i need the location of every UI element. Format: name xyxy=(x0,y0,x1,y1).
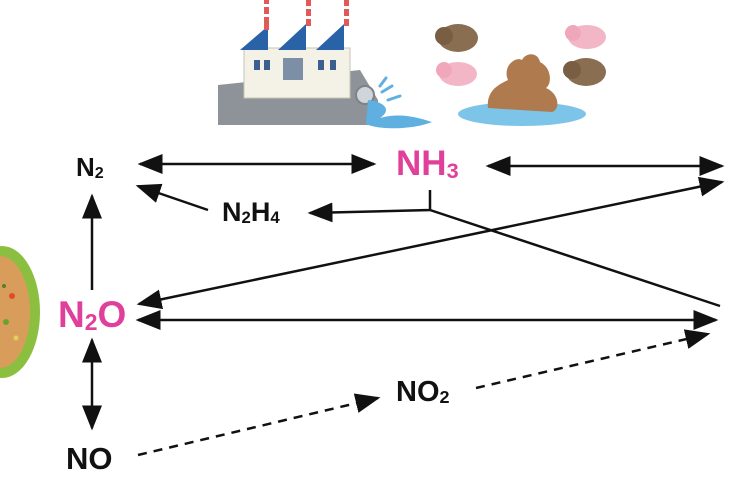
pig-icon xyxy=(435,24,606,86)
label-n2o: N2O xyxy=(58,294,127,335)
manure-icon xyxy=(458,54,586,126)
soil-icon xyxy=(0,246,40,378)
arrow-nh3-to-n2h4 xyxy=(307,190,432,223)
arrow-n2h4-to-n2 xyxy=(135,183,209,212)
label-no2: NO2 xyxy=(396,376,450,408)
label-nh3: NH3 xyxy=(396,144,459,183)
label-no: NO xyxy=(66,441,113,476)
arrow-right-upper-to-n2o xyxy=(136,176,725,310)
arrow-no2-to-right-dashed xyxy=(475,329,711,390)
label-n2h4: N2H4 xyxy=(222,197,280,227)
water-discharge-icon xyxy=(355,76,432,129)
arrow-nh3-to-right-lower xyxy=(429,208,721,308)
label-n2: N2 xyxy=(76,152,104,182)
arrow-no-to-no2-dashed xyxy=(137,393,381,457)
factory-icon xyxy=(218,0,378,125)
